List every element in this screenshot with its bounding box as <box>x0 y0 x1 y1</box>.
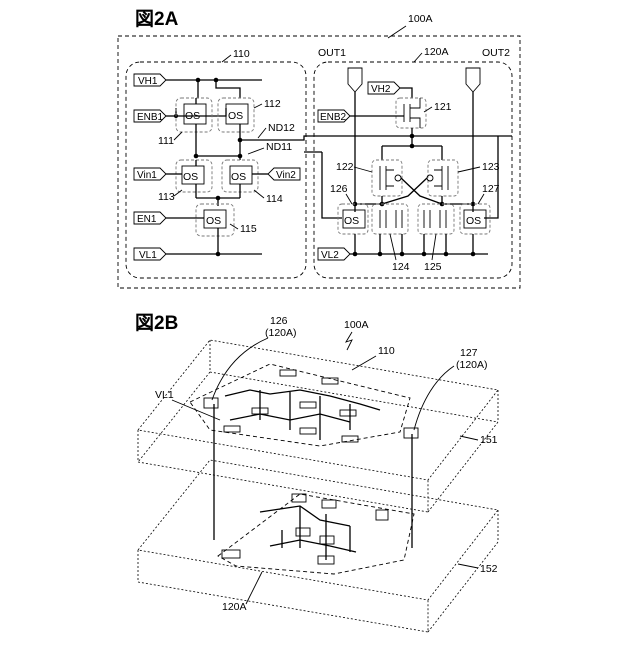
block-120a-leader <box>414 53 422 62</box>
layout-120a <box>218 494 414 574</box>
ref-111: 111 <box>158 135 174 147</box>
pin-vh2: VH2 <box>371 84 391 95</box>
fig2b-title: 図2B <box>135 312 178 334</box>
layer-151-leader <box>460 436 478 440</box>
ref-124: 124 <box>392 261 410 273</box>
pin-out1: OUT1 <box>318 47 346 59</box>
ref-126: 126 <box>330 183 348 195</box>
ref-114: 114 <box>266 193 283 205</box>
callout-127-leader <box>414 366 454 430</box>
circuit-120a: OUT1 OUT2 VH2 121 ENB2 122 <box>304 47 510 273</box>
fig2a-device-ref: 100A <box>408 13 433 25</box>
device-ref-leader <box>388 26 406 38</box>
pin-vin1: Vin1 <box>137 170 157 181</box>
ref-115: 115 <box>240 223 257 235</box>
pin-enb1: ENB1 <box>137 112 164 123</box>
callout-120a-leader <box>246 572 262 604</box>
circuit-110: VH1 ENB1 OS 111 OS 112 ND12 <box>134 74 512 261</box>
ref-113: 113 <box>158 191 175 203</box>
layer-152-label: 152 <box>480 563 498 575</box>
pin-vh1: VH1 <box>138 76 158 87</box>
callout-127: 127 <box>460 347 478 359</box>
pin-vl2: VL2 <box>321 250 339 261</box>
node-nd12: ND12 <box>268 122 295 134</box>
pin-vl1: VL1 <box>139 250 157 261</box>
fig2b-device-ref: 100A <box>344 319 369 331</box>
callout-110: 110 <box>378 345 395 357</box>
callout-126: 126 <box>270 315 288 327</box>
fig2a-title: 図2A <box>135 8 179 30</box>
ref-127: 127 <box>482 183 500 195</box>
callout-126-sub: (120A) <box>265 327 297 339</box>
fig2b-ref-arrow <box>346 332 352 350</box>
block-120a-label: 120A <box>424 46 449 58</box>
ref-123: 123 <box>482 161 500 173</box>
os-115: OS <box>206 215 221 227</box>
frame-100a <box>118 36 520 288</box>
os-126: OS <box>344 215 359 227</box>
block-110-label: 110 <box>233 48 250 60</box>
os-112: OS <box>228 110 243 122</box>
node-nd11: ND11 <box>266 141 292 153</box>
layer-151 <box>138 340 498 512</box>
ref-112: 112 <box>264 98 281 110</box>
os-111: OS <box>185 110 200 122</box>
callout-vl1: VL1 <box>155 389 174 401</box>
ref-121: 121 <box>434 101 452 113</box>
ref-122: 122 <box>336 161 354 173</box>
layer-152-leader <box>458 564 478 568</box>
block-110-leader <box>222 55 231 62</box>
os-113: OS <box>183 171 198 183</box>
os-114: OS <box>231 171 246 183</box>
layer-152 <box>138 460 498 632</box>
callout-120a: 120A <box>222 601 247 613</box>
pin-vin2: Vin2 <box>276 170 296 181</box>
callout-127-sub: (120A) <box>456 359 488 371</box>
os-127: OS <box>466 215 481 227</box>
layer-151-label: 151 <box>480 434 498 446</box>
pin-en1: EN1 <box>137 214 157 225</box>
pin-enb2: ENB2 <box>320 112 347 123</box>
ref-125: 125 <box>424 261 442 273</box>
pin-out2: OUT2 <box>482 47 510 59</box>
